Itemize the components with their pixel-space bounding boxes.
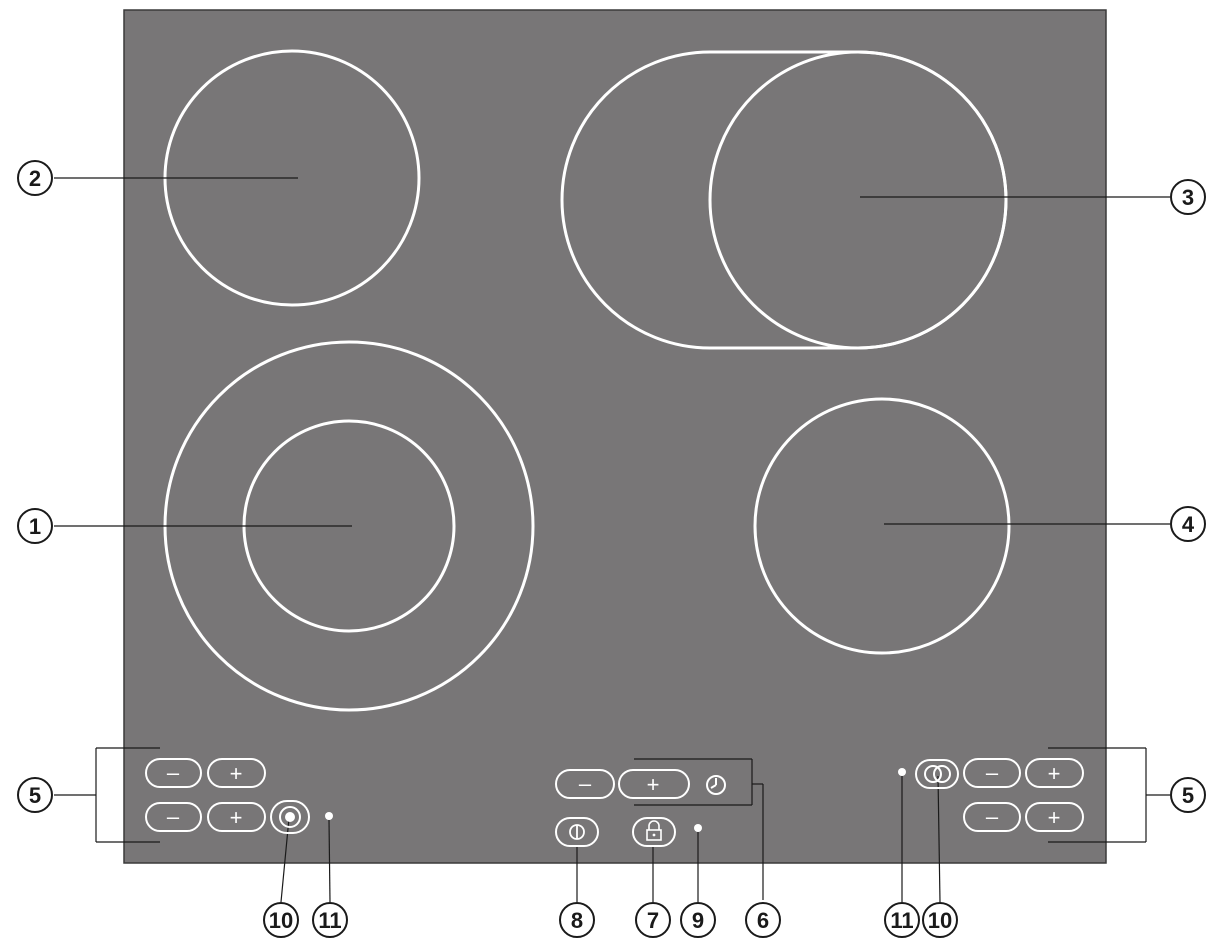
left-lower-plus-button[interactable]: + — [207, 802, 266, 832]
left-upper-minus-button[interactable]: – — [145, 758, 202, 788]
residual-heat-indicator-left — [325, 812, 333, 820]
callout-5-right: 5 — [1170, 777, 1206, 813]
callout-5-left: 5 — [17, 777, 53, 813]
minus-label: – — [579, 771, 592, 796]
callout-10-right-label: 10 — [928, 908, 952, 933]
right-lower-minus-button[interactable]: – — [963, 802, 1021, 832]
residual-heat-indicator-right — [898, 768, 906, 776]
callout-9-label: 9 — [692, 908, 704, 933]
plus-label: + — [1048, 805, 1061, 830]
callout-markers: 2 1 3 4 5 5 10 11 — [17, 160, 1206, 938]
right-lower-plus-button[interactable]: + — [1025, 802, 1084, 832]
timer-plus-button[interactable]: + — [618, 769, 690, 799]
callout-10-left-label: 10 — [269, 908, 293, 933]
callout-6: 6 — [745, 902, 781, 938]
callout-6-label: 6 — [757, 908, 769, 933]
clock-icon[interactable] — [706, 775, 726, 795]
callout-9: 9 — [680, 902, 716, 938]
callout-11-right-label: 11 — [890, 908, 913, 933]
callout-3-label: 3 — [1182, 185, 1194, 210]
callout-10-right: 10 — [922, 902, 958, 938]
callout-3: 3 — [1170, 179, 1206, 215]
callout-11-left: 11 — [312, 902, 348, 938]
lock-button[interactable] — [632, 817, 676, 847]
minus-label: – — [986, 760, 999, 785]
lock-indicator-light — [694, 824, 702, 832]
callout-2: 2 — [17, 160, 53, 196]
minus-label: – — [986, 804, 999, 829]
callout-4: 4 — [1170, 506, 1206, 542]
callout-5-right-label: 5 — [1182, 783, 1194, 808]
callout-7: 7 — [635, 902, 671, 938]
minus-label: – — [167, 760, 180, 785]
plus-label: + — [647, 772, 660, 797]
centre-control-panel: – + — [555, 769, 726, 847]
zone-front-right — [753, 397, 1011, 655]
leader-lines — [54, 177, 1170, 903]
callout-10-left: 10 — [263, 902, 299, 938]
callout-1: 1 — [17, 508, 53, 544]
lock-icon — [646, 820, 662, 841]
zone-rear-right-inner — [708, 50, 1008, 350]
extended-zone-icon[interactable] — [915, 759, 959, 789]
callout-1-label: 1 — [29, 514, 41, 539]
callout-8: 8 — [559, 902, 595, 938]
plus-label: + — [230, 805, 243, 830]
left-control-panel: – + – + — [145, 758, 333, 834]
callout-11-left-label: 11 — [318, 908, 341, 933]
right-upper-minus-button[interactable]: – — [963, 758, 1021, 788]
power-button[interactable] — [555, 817, 599, 847]
hob-surface — [123, 9, 1107, 864]
plus-label: + — [1048, 761, 1061, 786]
callout-11-right: 11 — [884, 902, 920, 938]
callout-7-label: 7 — [647, 908, 659, 933]
left-upper-plus-button[interactable]: + — [207, 758, 266, 788]
timer-minus-button[interactable]: – — [555, 769, 615, 799]
left-lower-minus-button[interactable]: – — [145, 802, 202, 832]
callout-4-label: 4 — [1182, 512, 1195, 537]
right-upper-plus-button[interactable]: + — [1025, 758, 1084, 788]
power-icon — [569, 824, 585, 840]
callout-8-label: 8 — [571, 908, 583, 933]
callout-2-label: 2 — [29, 166, 41, 191]
minus-label: – — [167, 804, 180, 829]
callout-5-left-label: 5 — [29, 783, 41, 808]
dual-circuit-icon[interactable] — [270, 800, 310, 834]
plus-label: + — [230, 761, 243, 786]
right-control-panel: – + – + — [898, 758, 1084, 832]
